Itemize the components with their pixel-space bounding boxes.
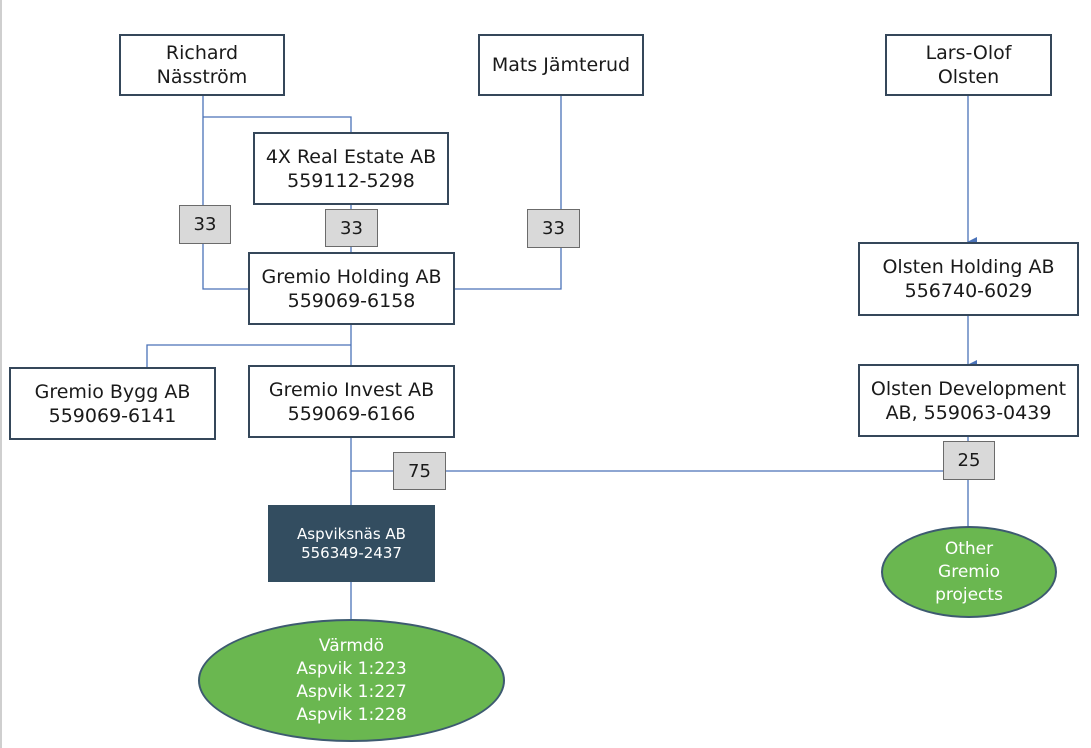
node-text: projects: [935, 584, 1003, 605]
ownership-value: 33: [542, 218, 565, 239]
node-text: Aspviksnäs AB: [297, 524, 406, 543]
node-text: 559069-6158: [287, 289, 416, 312]
node-text: Gremio Invest AB: [268, 378, 435, 401]
node-text: Richard: [165, 42, 239, 64]
ownership-mats: 33: [527, 209, 580, 248]
node-text: Aspvik 1:223: [296, 658, 407, 679]
node-text: 559069-6166: [287, 402, 416, 425]
node-text: Olsten Holding AB: [882, 256, 1055, 278]
node-text: Näsström: [156, 66, 248, 88]
node-text: Gremio Holding AB: [261, 265, 442, 288]
node-text: 559069-6141: [48, 404, 177, 427]
node-gremio-invest[interactable]: Gremio Invest AB 559069-6166: [248, 365, 455, 438]
ownership-value: 75: [408, 460, 431, 482]
node-text: Olsten Development: [870, 377, 1067, 400]
node-olsten-development[interactable]: Olsten Development AB, 559063-0439: [858, 364, 1079, 437]
ownership-value: 33: [193, 214, 217, 235]
node-text: Gremio: [938, 561, 1000, 582]
line-richard-holding: [202, 95, 249, 290]
node-text: 556349-2437: [301, 543, 402, 562]
node-aspviksnas[interactable]: Aspviksnäs AB 556349-2437: [268, 505, 435, 582]
node-text: Aspvik 1:228: [296, 704, 407, 725]
node-4x-real-estate[interactable]: 4X Real Estate AB 559112-5298: [253, 132, 449, 205]
line-richard-4x: [203, 116, 352, 133]
node-richard-nasstrom[interactable]: Richard Näsström: [119, 34, 285, 96]
node-text: 4X Real Estate AB: [265, 145, 437, 168]
node-other-gremio-projects[interactable]: Other Gremio projects: [881, 526, 1057, 618]
node-gremio-holding[interactable]: Gremio Holding AB 559069-6158: [248, 252, 455, 325]
node-text: Mats Jämterud: [491, 54, 631, 76]
node-text: Värmdö: [318, 635, 385, 656]
ownership-olsten: 25: [943, 441, 995, 480]
page-edge: [0, 0, 2, 748]
ownership-value: 25: [957, 450, 981, 471]
ownership-value: 33: [340, 217, 363, 239]
node-text: 559112-5298: [287, 169, 415, 192]
node-text: 556740-6029: [904, 280, 1033, 302]
node-lars-olof-olsten[interactable]: Lars-Olof Olsten: [885, 34, 1052, 96]
node-mats-jamterud[interactable]: Mats Jämterud: [478, 34, 644, 96]
node-text: AB, 559063-0439: [885, 401, 1052, 424]
line-holding-bygg: [146, 344, 351, 368]
ownership-richard: 33: [179, 205, 231, 244]
node-gremio-bygg[interactable]: Gremio Bygg AB 559069-6141: [9, 367, 216, 440]
line-mats-holding: [454, 95, 562, 290]
node-text: Lars-Olof: [925, 42, 1012, 64]
node-text: Gremio Bygg AB: [34, 380, 191, 403]
ownership-4x: 33: [325, 209, 378, 247]
node-text: Aspvik 1:227: [296, 681, 407, 702]
node-varmdo-properties[interactable]: Värmdö Aspvik 1:223 Aspvik 1:227 Aspvik …: [198, 619, 505, 742]
node-olsten-holding[interactable]: Olsten Holding AB 556740-6029: [858, 242, 1079, 316]
node-text: Other: [944, 538, 994, 559]
ownership-invest: 75: [393, 452, 446, 490]
node-text: Olsten: [937, 66, 1000, 88]
